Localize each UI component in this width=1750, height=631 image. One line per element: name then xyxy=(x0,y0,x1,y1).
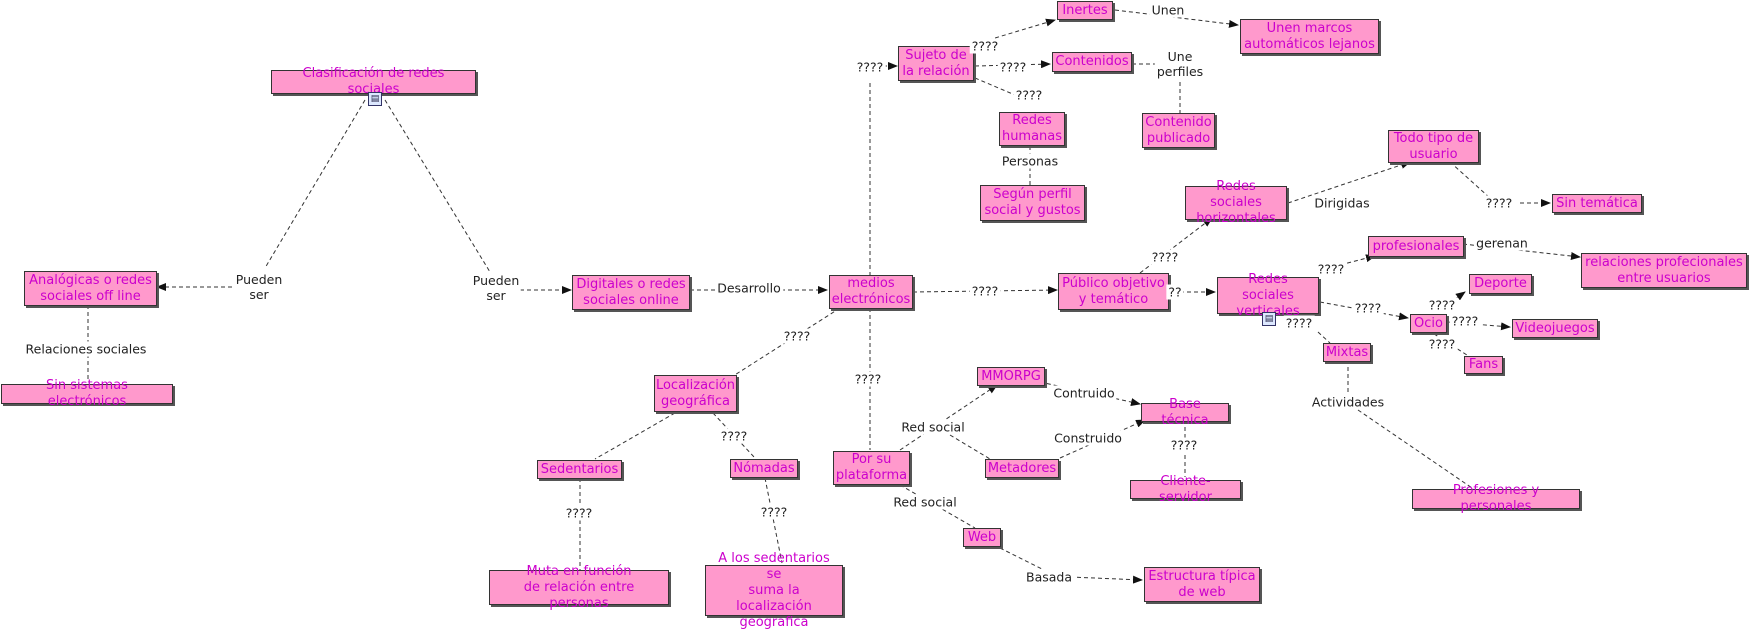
link xyxy=(764,477,783,564)
link xyxy=(594,412,676,460)
node-mmorpg[interactable]: MMORPG xyxy=(977,367,1045,386)
label-contruido[interactable]: Contruido xyxy=(1051,385,1117,401)
node-base-tecnica[interactable]: Base técnica xyxy=(1141,397,1229,428)
label-q-sin-tematica[interactable]: ???? xyxy=(1483,195,1515,211)
node-relaciones-prof[interactable]: relaciones profecionales entre usuarios xyxy=(1581,253,1747,288)
node-web[interactable]: Web xyxy=(963,528,1001,547)
label-q-deporte[interactable]: ???? xyxy=(1426,297,1458,313)
label-q-localizacion[interactable]: ???? xyxy=(781,328,813,344)
label-q-publico[interactable]: ???? xyxy=(969,283,1001,299)
label-q-nomadas[interactable]: ???? xyxy=(718,428,750,444)
node-profesionales[interactable]: profesionales xyxy=(1368,236,1464,257)
node-muta[interactable]: Muta en función de relación entre person… xyxy=(489,564,669,611)
node-metadores[interactable]: Metadores xyxy=(985,459,1059,478)
node-nomadas[interactable]: Nómadas xyxy=(730,459,798,478)
label-q-profesionales[interactable]: ???? xyxy=(1315,261,1347,277)
node-fans[interactable]: Fans xyxy=(1464,356,1503,374)
label-q-videojuegos[interactable]: ???? xyxy=(1449,313,1481,329)
label-pueden-ser-right[interactable]: Pueden ser xyxy=(470,273,522,303)
label-dirigidas[interactable]: Dirigidas xyxy=(1312,195,1372,211)
label-desarrollo[interactable]: Desarrollo xyxy=(715,280,783,296)
label-red-social-2[interactable]: Red social xyxy=(891,494,959,510)
node-analogicas[interactable]: Analógicas o redes sociales off line xyxy=(24,271,157,306)
link xyxy=(999,547,1051,574)
label-q-humanas[interactable]: ???? xyxy=(1013,87,1045,103)
label-basada[interactable]: Basada xyxy=(1023,569,1075,585)
link xyxy=(1059,419,1146,459)
label-q-ocio[interactable]: ???? xyxy=(1352,300,1384,316)
label-q-contenidos[interactable]: ???? xyxy=(997,59,1029,75)
link xyxy=(1069,575,1143,584)
label-q-horizontales[interactable]: ???? xyxy=(1149,249,1181,265)
node-ocio[interactable]: Ocio xyxy=(1410,314,1447,333)
node-todo-usuario[interactable]: Todo tipo de usuario xyxy=(1388,130,1479,163)
node-estructura[interactable]: Estructura típica de web xyxy=(1144,567,1260,602)
link xyxy=(1449,161,1491,199)
link xyxy=(974,77,1016,96)
node-sin-sistemas[interactable]: Sin sistemas electrónicos xyxy=(1,378,173,409)
label-q-sujeto[interactable]: ???? xyxy=(854,59,886,75)
label-q-mixtas[interactable]: ???? xyxy=(1283,315,1315,331)
node-unen-marcos[interactable]: Unen marcos automáticos lejanos xyxy=(1240,19,1379,54)
node-sin-tematica[interactable]: Sin temática xyxy=(1552,194,1642,213)
link xyxy=(264,99,366,269)
node-contenido-publicado[interactable]: Contenido publicado xyxy=(1142,113,1215,148)
link xyxy=(899,384,998,451)
node-verticales[interactable]: Redes sociales verticales xyxy=(1217,272,1319,319)
node-segun-perfil[interactable]: Según perfil social y gustos xyxy=(980,185,1085,221)
label-unen[interactable]: Unen xyxy=(1149,2,1187,18)
label-pueden-ser-left[interactable]: Pueden ser xyxy=(233,272,285,302)
label-q-plataforma[interactable]: ???? xyxy=(852,371,884,387)
node-inertes[interactable]: Inertes xyxy=(1057,1,1113,20)
link xyxy=(1357,409,1476,491)
node-localizacion[interactable]: Localización geográfica xyxy=(654,375,737,412)
label-q-verticales[interactable]: ?? xyxy=(1166,284,1184,300)
link xyxy=(1287,161,1411,204)
node-plataforma[interactable]: Por su plataforma xyxy=(833,451,910,485)
node-sedentarios[interactable]: Sedentarios xyxy=(537,460,622,479)
link xyxy=(384,99,491,273)
node-mixtas[interactable]: Mixtas xyxy=(1323,343,1371,362)
document-icon[interactable]: ▤ xyxy=(1262,312,1276,326)
node-clasificacion[interactable]: Clasificación de redes sociales xyxy=(271,66,476,97)
link xyxy=(1317,331,1331,344)
label-personas[interactable]: Personas xyxy=(999,153,1061,169)
label-q-fans[interactable]: ???? xyxy=(1426,336,1458,352)
link xyxy=(949,434,996,463)
node-sujeto[interactable]: Sujeto de la relación xyxy=(898,46,974,81)
label-q-a-los[interactable]: ???? xyxy=(758,504,790,520)
document-icon[interactable]: ▤ xyxy=(368,92,382,106)
label-une-perfiles[interactable]: Une perfiles xyxy=(1154,49,1206,79)
node-medios[interactable]: medios electrónicos xyxy=(829,275,913,309)
node-a-los-sedentarios[interactable]: A los sedentarios se suma la localizació… xyxy=(705,551,843,630)
label-relaciones-sociales[interactable]: Relaciones sociales xyxy=(23,341,149,357)
node-cliente-servidor[interactable]: Cliente-servidor xyxy=(1130,474,1241,505)
label-construido[interactable]: Construido xyxy=(1052,430,1124,446)
link xyxy=(1462,243,1581,260)
node-publico[interactable]: Público objetivo y temático xyxy=(1058,273,1169,310)
label-gerenan[interactable]: gerenan xyxy=(1474,235,1530,251)
label-q-muta[interactable]: ???? xyxy=(563,505,595,521)
node-profesiones[interactable]: Profesiones y personales xyxy=(1412,483,1580,514)
node-videojuegos[interactable]: Videojuegos xyxy=(1512,319,1598,338)
node-digitales[interactable]: Digitales o redes sociales online xyxy=(572,275,690,310)
label-red-social-1[interactable]: Red social xyxy=(899,419,967,435)
label-actividades[interactable]: Actividades xyxy=(1309,394,1387,410)
label-q-cliente[interactable]: ???? xyxy=(1168,437,1200,453)
node-contenidos[interactable]: Contenidos xyxy=(1052,52,1132,72)
node-horizontales[interactable]: Redes sociales horizontales xyxy=(1185,179,1287,226)
node-redes-humanas[interactable]: Redes humanas xyxy=(999,112,1065,146)
label-q-inertes[interactable]: ???? xyxy=(969,38,1001,54)
node-deporte[interactable]: Deporte xyxy=(1469,274,1532,294)
